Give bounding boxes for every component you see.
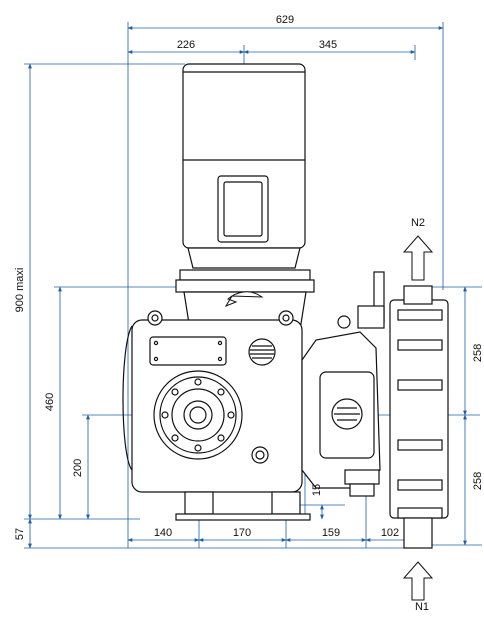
dim-bottom-small: 15	[311, 484, 323, 496]
dim-overall-width: 629	[276, 14, 294, 26]
dim-shaft-height: 200	[72, 459, 84, 477]
dim-base-height: 57	[14, 528, 26, 540]
dimension-lines	[24, 22, 482, 549]
nameplate	[149, 336, 227, 366]
dim-bottom-seg-4: 102	[381, 527, 399, 539]
dim-mid-height: 460	[44, 393, 56, 411]
outlet-flow-arrow-icon	[402, 235, 434, 281]
dim-bottom-seg-2: 170	[233, 527, 251, 539]
dim-lower-port-spacing: 258	[472, 472, 484, 490]
rotation-arrow-icon	[224, 291, 264, 308]
vent-grill	[248, 338, 276, 366]
dim-bottom-seg-3: 159	[322, 527, 340, 539]
dim-left-to-axis: 226	[177, 39, 195, 51]
inlet-label: N1	[415, 601, 429, 613]
pump-outline	[122, 63, 449, 549]
dim-axis-to-right: 345	[319, 39, 337, 51]
dim-bottom-seg-1: 140	[154, 527, 172, 539]
outlet-port	[403, 285, 433, 305]
dim-upper-port-spacing: 258	[472, 344, 484, 362]
inlet-port	[403, 517, 433, 549]
outlet-label: N2	[411, 217, 425, 229]
inlet-flow-arrow-icon	[402, 561, 434, 601]
dim-overall-height: 900 maxi	[14, 268, 26, 313]
